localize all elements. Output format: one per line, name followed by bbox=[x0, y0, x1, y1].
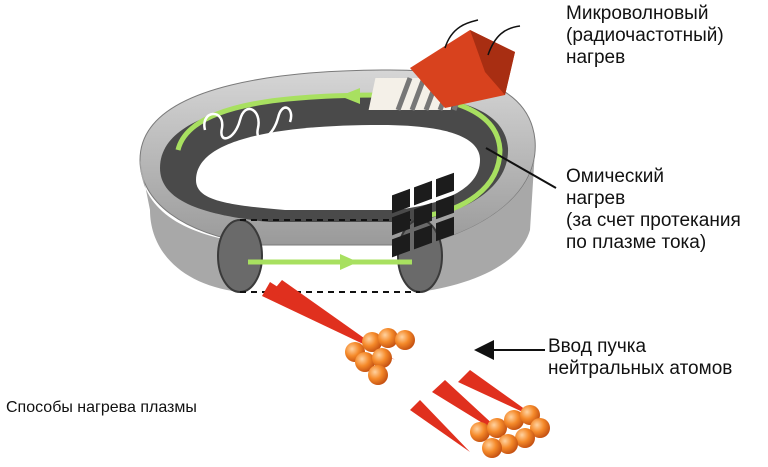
torus-hole bbox=[196, 125, 480, 210]
neutral-atoms-cluster-2 bbox=[470, 405, 550, 458]
ohmic-pointer-line bbox=[485, 147, 557, 189]
current-arrow bbox=[340, 88, 360, 104]
beam-3 bbox=[410, 400, 470, 452]
neutral-beam-label: Ввод пучка нейтральных атомов bbox=[548, 336, 732, 380]
cross-section-left bbox=[217, 219, 263, 293]
removed-section-outline bbox=[240, 219, 420, 293]
microwave-heating-label: Микроволновый (радиочастотный) нагрев bbox=[566, 3, 724, 69]
beam-entry-grid bbox=[392, 172, 454, 258]
ohmic-label-line-4: по плазме тока) bbox=[566, 232, 707, 253]
beam-label-line-1: Ввод пучка bbox=[548, 336, 647, 357]
gyration-spiral bbox=[203, 106, 293, 140]
torus bbox=[139, 69, 536, 293]
torus-lower-right bbox=[420, 150, 535, 292]
microwave-label-line-3: нагрев bbox=[566, 47, 626, 68]
neutral-atoms-cluster-1 bbox=[345, 328, 415, 385]
diagram-caption: Способы нагрева плазмы bbox=[6, 399, 197, 416]
ohmic-label-line-1: Омический bbox=[566, 166, 664, 187]
beam-label-line-2: нейтральных атомов bbox=[548, 358, 733, 379]
beam-5 bbox=[458, 370, 540, 420]
microwave-label-line-2: (радиочастотный) bbox=[566, 25, 724, 46]
microwave-label-line-1: Микроволновый bbox=[566, 3, 709, 24]
torus-lower-left bbox=[140, 160, 240, 292]
current-arrow-segment bbox=[340, 254, 358, 270]
microwave-waveguide bbox=[410, 19, 521, 108]
ohmic-heating-label: Омический нагрев (за счет протекания по … bbox=[566, 166, 741, 254]
ohmic-label-line-2: нагрев bbox=[566, 188, 626, 209]
ohmic-label-line-3: (за счет протекания bbox=[566, 210, 741, 231]
